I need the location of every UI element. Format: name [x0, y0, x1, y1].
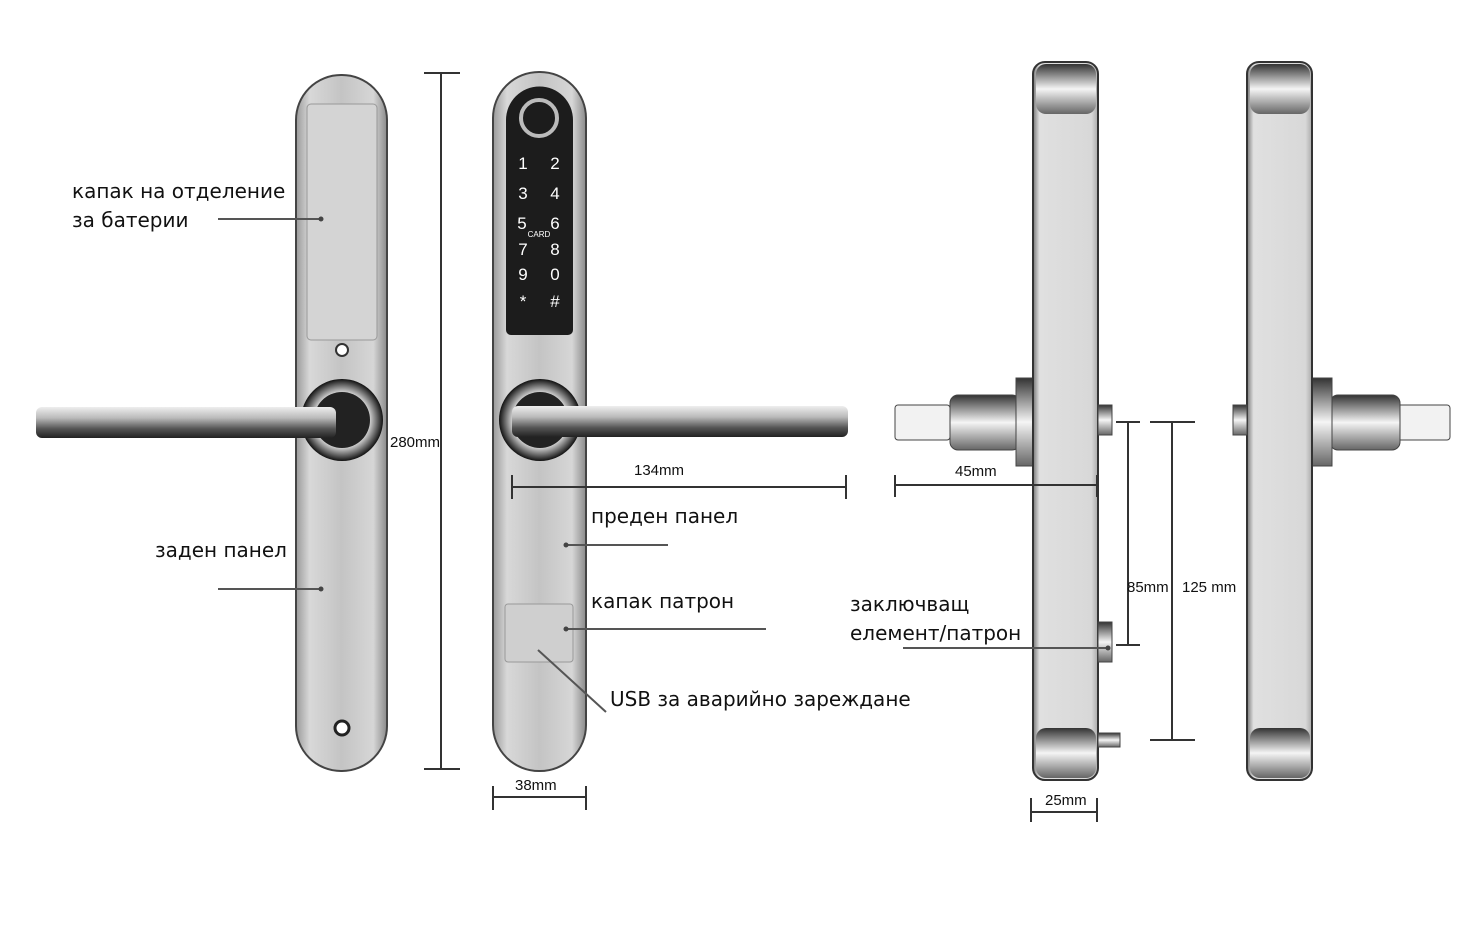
dimension-lines — [424, 72, 1195, 822]
label-front-panel: преден панел — [591, 504, 738, 528]
cartridge-cover — [504, 603, 574, 663]
key-3: 3 — [518, 184, 527, 203]
label-usb: USB за аварийно зареждане — [610, 687, 911, 711]
battery-cover — [306, 103, 378, 341]
dim-width: 38mm — [515, 777, 557, 794]
key-6: 6 — [550, 214, 559, 233]
key-7: 7 — [518, 240, 527, 259]
side-view-left — [894, 61, 1121, 781]
dim-handle-length: 134mm — [634, 462, 684, 479]
key-8: 8 — [550, 240, 559, 259]
label-locking-element-1: заключващ — [850, 592, 969, 616]
key-2: 2 — [550, 154, 559, 173]
dim-spindle-cylinder: 85mm — [1127, 579, 1169, 596]
label-battery-cover-2: за батерии — [72, 208, 188, 232]
card-label: CARD — [528, 230, 551, 239]
callouts: капак на отделение за батерии заден пане… — [72, 179, 1111, 713]
label-cartridge-cover: капак патрон — [591, 589, 734, 613]
label-battery-cover-1: капак на отделение — [72, 179, 285, 203]
front-handle-lever — [512, 406, 848, 437]
dimension-labels: 280mm 134mm 38mm 45mm 85mm 125 mm 25mm — [388, 432, 1240, 809]
label-locking-element-2: елемент/патрон — [850, 621, 1021, 645]
back-handle-lever — [36, 407, 336, 438]
fingerprint-sensor — [519, 98, 559, 138]
key-4: 4 — [550, 184, 559, 203]
screw-hole-icon — [333, 719, 351, 737]
key-5: 5 — [517, 214, 526, 233]
keypad — [506, 86, 573, 335]
back-panel — [36, 74, 388, 772]
side-view-right — [1232, 61, 1451, 781]
key-star: * — [520, 292, 527, 311]
keypad-keys: 1 2 3 4 5 6 CARD 7 8 9 0 * # — [517, 154, 560, 311]
key-1: 1 — [518, 154, 527, 173]
screw-icon — [335, 343, 349, 357]
dim-handle-projection: 45mm — [955, 463, 997, 480]
front-panel: 1 2 3 4 5 6 CARD 7 8 9 0 * # — [492, 71, 848, 772]
key-hash: # — [550, 292, 560, 311]
key-0: 0 — [550, 265, 559, 284]
dim-screw-spacing: 125 mm — [1182, 579, 1236, 596]
dim-thickness: 25mm — [1045, 792, 1087, 809]
key-9: 9 — [518, 265, 527, 284]
dim-height: 280mm — [390, 434, 440, 451]
label-back-panel: заден панел — [155, 538, 287, 562]
